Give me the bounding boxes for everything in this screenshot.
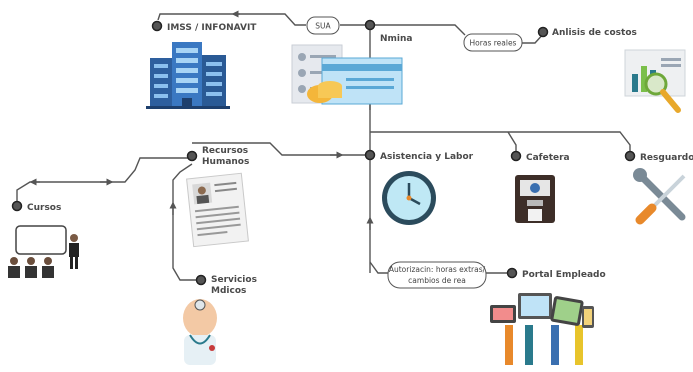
node-label-portal: Portal Empleado — [522, 270, 606, 280]
svg-text:Autorizacin: horas extras/: Autorizacin: horas extras/ — [389, 265, 486, 274]
svg-text:SUA: SUA — [315, 22, 331, 31]
chart-magnifier-icon — [624, 49, 686, 113]
doctor-icon — [183, 299, 217, 365]
node-label-resguardo: Resguardo — [640, 153, 693, 163]
payroll-icon — [291, 44, 403, 105]
edge-label-horas-reales: Horas reales — [463, 33, 523, 52]
node-label-imss: IMSS / INFONAVIT — [167, 23, 257, 33]
node-label-asistencia: Asistencia y Labor — [380, 152, 474, 162]
building-icon — [146, 42, 230, 109]
node-label-analisis: Anlisis de costos — [552, 28, 637, 38]
node-label-recursos-1: Recursos — [202, 146, 248, 156]
node-label-servicios-1: Servicios — [211, 275, 257, 285]
resume-icon — [186, 172, 249, 248]
edge-label-sua: SUA — [306, 16, 340, 35]
hands-devices-icon — [490, 293, 594, 365]
clock-icon — [382, 171, 436, 225]
node-dots — [11, 19, 636, 286]
coffee-machine-icon — [515, 175, 555, 223]
svg-text:cambios de rea: cambios de rea — [408, 276, 466, 285]
node-label-cursos: Cursos — [27, 203, 61, 213]
node-label-recursos-2: Humanos — [202, 157, 249, 167]
tools-icon — [633, 168, 686, 225]
svg-text:Horas reales: Horas reales — [470, 39, 517, 48]
node-label-servicios-2: Mdicos — [211, 286, 246, 296]
node-label-nomina: Nmina — [380, 34, 412, 44]
classroom-icon — [8, 225, 79, 278]
edge-label-autorizacion: Autorizacin: horas extras/ cambios de re… — [387, 261, 487, 289]
node-label-cafeteria: Cafetera — [526, 153, 570, 163]
